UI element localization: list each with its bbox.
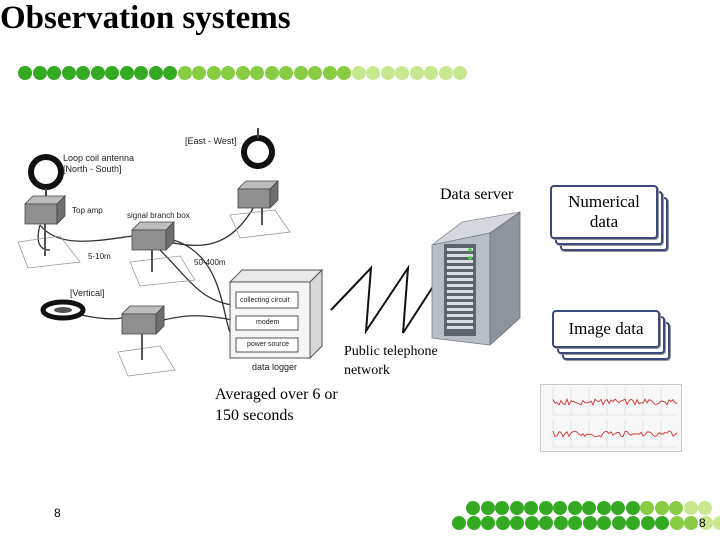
decorative-dot bbox=[568, 516, 582, 530]
east-west-label: [East - West] bbox=[185, 136, 237, 146]
decorative-dot bbox=[509, 501, 524, 515]
decorative-dot bbox=[366, 66, 380, 80]
decorative-dot bbox=[539, 516, 553, 530]
decorative-dot-row-top bbox=[18, 66, 468, 80]
decorative-dot bbox=[582, 516, 597, 530]
graph-image-panel bbox=[540, 384, 682, 452]
graph-trace-top bbox=[552, 397, 678, 407]
decorative-dot bbox=[553, 501, 567, 515]
decorative-dot bbox=[654, 501, 669, 515]
decorative-dot bbox=[351, 66, 366, 80]
decorative-dot bbox=[192, 66, 206, 80]
decorative-dot bbox=[538, 501, 553, 515]
decorative-dot bbox=[134, 66, 148, 80]
decorative-dot bbox=[47, 66, 61, 80]
decorative-dot bbox=[250, 66, 264, 80]
image-data-label: Image data bbox=[568, 319, 644, 338]
north-south-label: [North - South] bbox=[63, 164, 122, 174]
decorative-dot bbox=[640, 516, 655, 530]
collecting-circuit-label: collecting circuit bbox=[240, 297, 290, 304]
decorative-dot bbox=[510, 516, 524, 530]
decorative-dot bbox=[611, 516, 626, 530]
data-logger-label: data logger bbox=[252, 362, 298, 372]
decorative-dot bbox=[279, 66, 293, 80]
decorative-dot bbox=[713, 516, 720, 530]
decorative-dot bbox=[655, 516, 669, 530]
public-telephone-label: Public telephone network bbox=[344, 344, 438, 378]
decorative-dot bbox=[626, 516, 640, 530]
decorative-dot bbox=[453, 66, 467, 80]
decorative-dot bbox=[148, 66, 163, 80]
decorative-dot bbox=[553, 516, 568, 530]
decorative-dot bbox=[337, 66, 351, 80]
decorative-dot bbox=[76, 66, 90, 80]
decorative-dot bbox=[177, 66, 192, 80]
decorative-dot bbox=[409, 66, 424, 80]
decorative-dot bbox=[480, 501, 495, 515]
decorative-dot bbox=[235, 66, 250, 80]
page-number-right: 8 bbox=[699, 516, 706, 530]
decorative-dot bbox=[308, 66, 322, 80]
power-source-label: power source bbox=[247, 341, 290, 348]
graph-trace-bottom bbox=[552, 430, 678, 438]
graph-image bbox=[552, 387, 678, 448]
page-title: Observation systems bbox=[0, 0, 291, 36]
signal-branch-label: signal branch box bbox=[127, 211, 190, 220]
decorative-dot bbox=[640, 501, 654, 515]
decorative-dot bbox=[698, 516, 713, 530]
decorative-dot bbox=[524, 516, 539, 530]
numerical-data-label: Numerical data bbox=[568, 192, 640, 231]
data-server-label: Data server bbox=[440, 186, 514, 203]
decorative-dot bbox=[597, 516, 611, 530]
modem-label: modem bbox=[256, 319, 280, 326]
decorative-dot bbox=[669, 516, 684, 530]
decorative-dot bbox=[567, 501, 582, 515]
decorative-dot bbox=[683, 501, 698, 515]
decorative-dot bbox=[582, 501, 596, 515]
decorative-dot-row-bottom-1 bbox=[466, 501, 713, 515]
decorative-dot bbox=[293, 66, 308, 80]
loop-coil-label: Loop coil antenna bbox=[63, 153, 135, 163]
averaged-label: Averaged over 6 or 150 seconds bbox=[215, 386, 338, 424]
decorative-dot-row-bottom-2 bbox=[452, 516, 720, 530]
decorative-dot bbox=[452, 516, 466, 530]
top-amp-label: Top amp bbox=[72, 206, 103, 215]
decorative-dot bbox=[611, 501, 625, 515]
decorative-dot bbox=[61, 66, 76, 80]
decorative-dot bbox=[481, 516, 495, 530]
decorative-dot bbox=[264, 66, 279, 80]
decorative-dot bbox=[424, 66, 438, 80]
image-data-box: Image data bbox=[552, 310, 660, 348]
decorative-dot bbox=[524, 501, 538, 515]
decorative-dot bbox=[395, 66, 409, 80]
decorative-dot bbox=[625, 501, 640, 515]
vertical-label: [Vertical] bbox=[70, 288, 105, 298]
decorative-dot bbox=[105, 66, 119, 80]
decorative-dot bbox=[322, 66, 337, 80]
decorative-dot bbox=[119, 66, 134, 80]
decorative-dot bbox=[495, 501, 509, 515]
decorative-dot bbox=[669, 501, 683, 515]
decorative-dot bbox=[438, 66, 453, 80]
decorative-dot bbox=[466, 516, 481, 530]
decorative-dot bbox=[90, 66, 105, 80]
decorative-dot bbox=[163, 66, 177, 80]
decorative-dot bbox=[380, 66, 395, 80]
decorative-dot bbox=[221, 66, 235, 80]
distance-short-label: 5-10m bbox=[88, 252, 111, 261]
decorative-dot bbox=[698, 501, 712, 515]
numerical-data-box: Numerical data bbox=[550, 185, 658, 239]
decorative-dot bbox=[32, 66, 47, 80]
distance-long-label: 50-400m bbox=[194, 258, 226, 267]
page-number-left: 8 bbox=[54, 506, 61, 520]
decorative-dot bbox=[596, 501, 611, 515]
decorative-dot bbox=[18, 66, 32, 80]
decorative-dot bbox=[466, 501, 480, 515]
decorative-dot bbox=[206, 66, 221, 80]
decorative-dot bbox=[495, 516, 510, 530]
decorative-dot bbox=[684, 516, 698, 530]
